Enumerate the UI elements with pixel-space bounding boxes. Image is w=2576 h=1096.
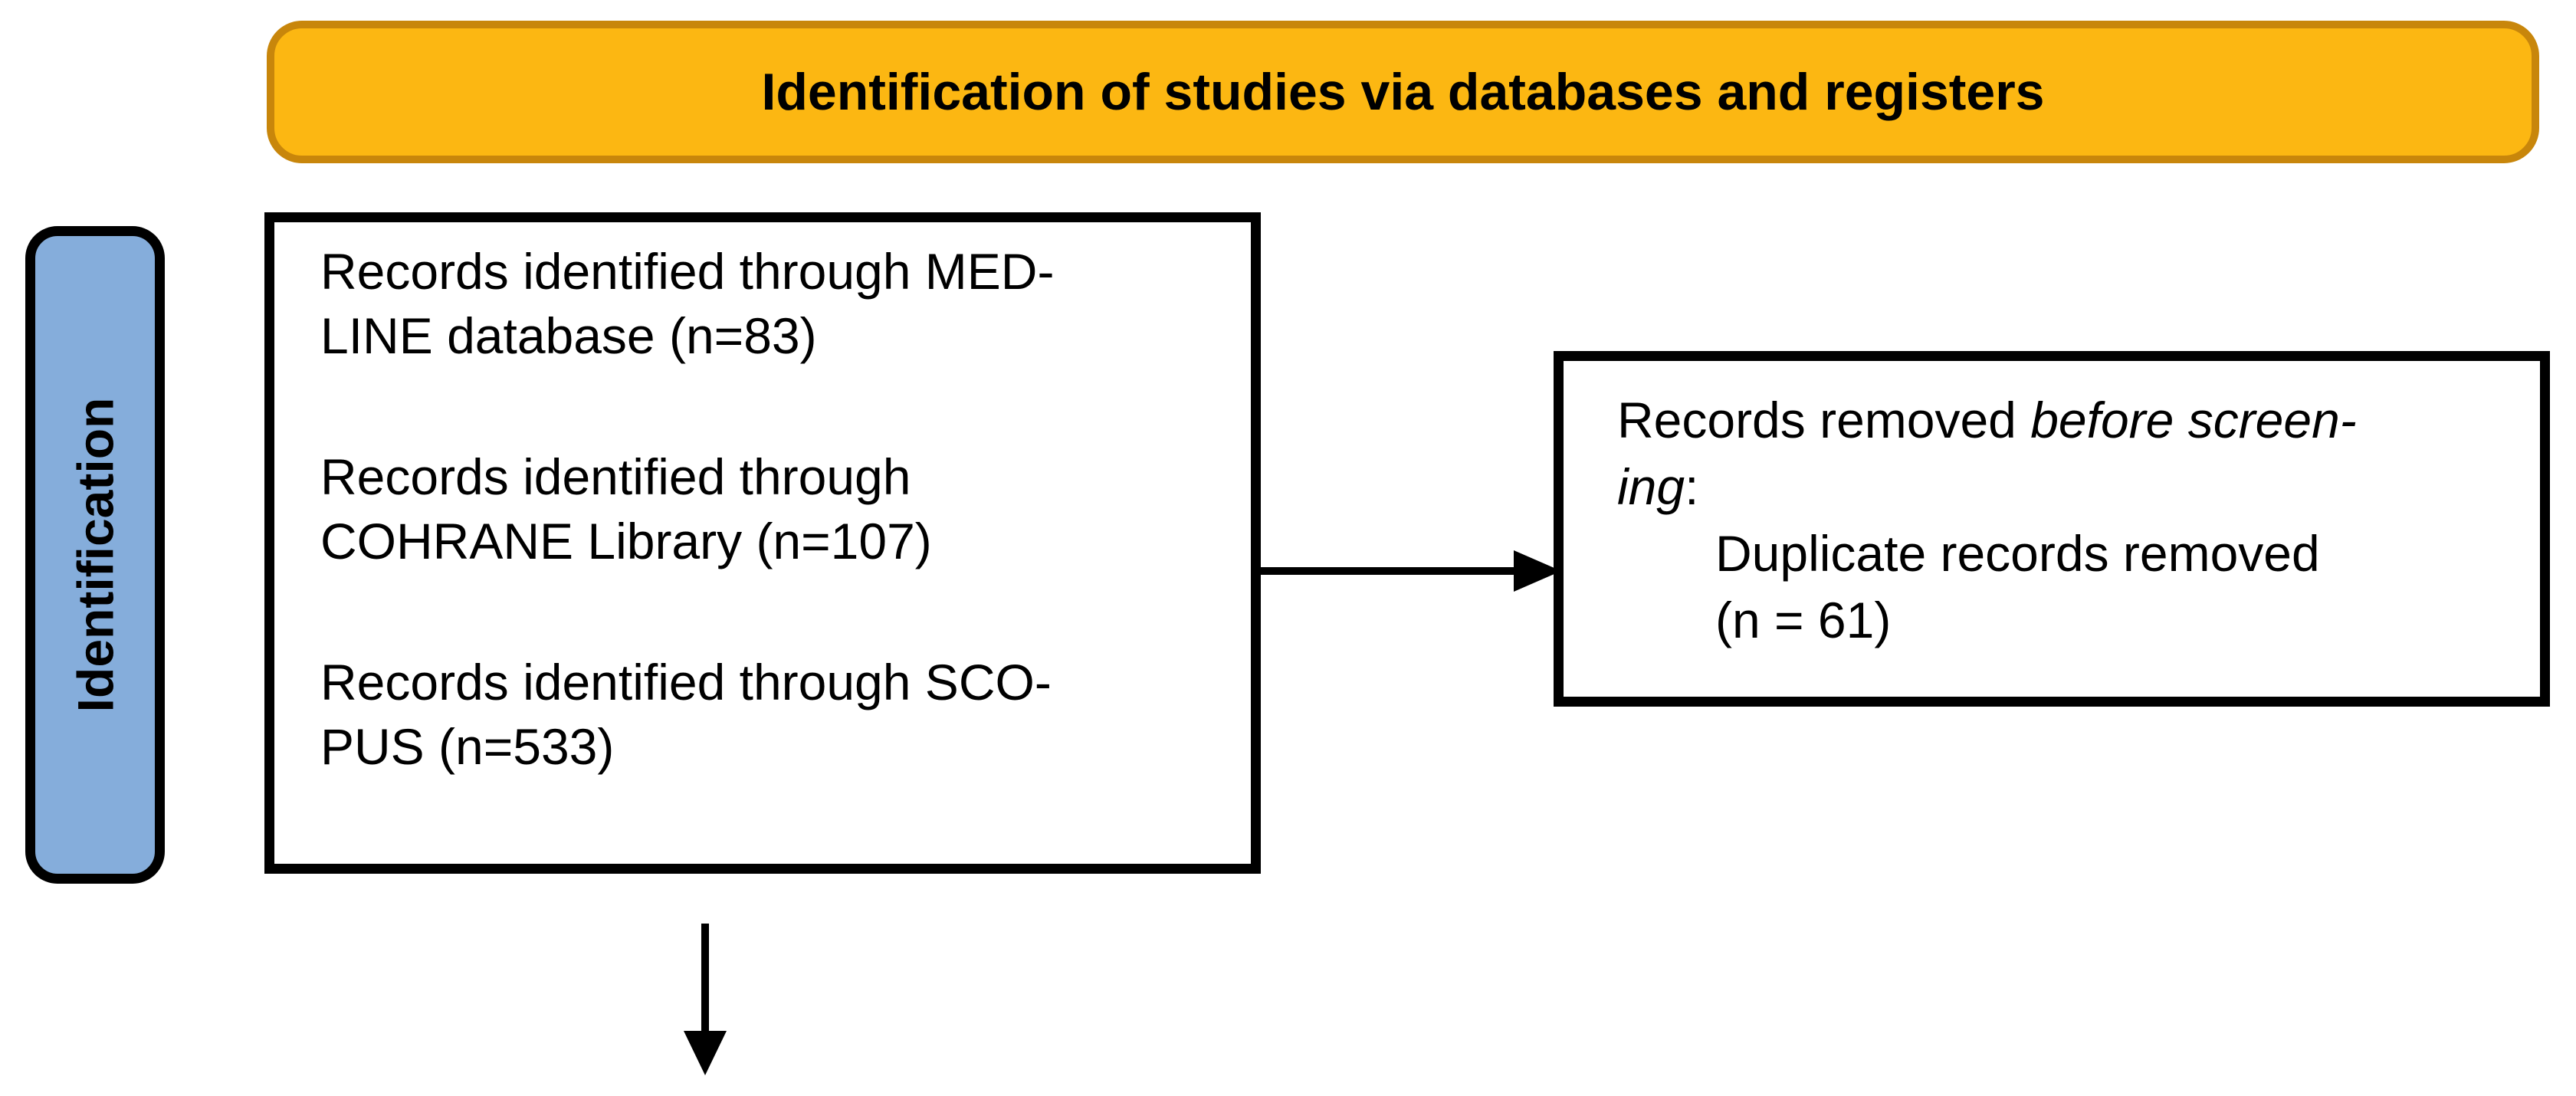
banner-title: Identification of studies via databases … [761, 63, 2045, 121]
records-removed-italic-phrase: before screen- ing [1617, 392, 2357, 515]
records-identified-box: Records identified through MED- LINE dat… [264, 212, 1261, 874]
duplicate-records-removed-detail: Duplicate records removed (n = 61) [1715, 525, 2320, 648]
records-removed-heading: Records removed before screen- ing: [1617, 387, 2509, 520]
records-removed-prefix: Records removed [1617, 392, 2031, 448]
right-arrow-stem [1261, 567, 1515, 575]
stage-tab-identification: Identification [25, 226, 165, 884]
records-identified-medline: Records identified through MED- LINE dat… [320, 243, 1055, 364]
records-identified-cochrane: Records identified through COHRANE Libra… [320, 448, 932, 569]
banner-identification-of-studies: Identification of studies via databases … [267, 21, 2539, 163]
stage-tab-label: Identification [67, 397, 124, 713]
records-identified-scopus: Records identified through SCO- PUS (n=5… [320, 654, 1052, 775]
records-removed-suffix: : [1685, 458, 1699, 515]
records-removed-box: Records removed before screen- ing: Dupl… [1554, 351, 2550, 707]
down-arrow-stem [701, 924, 709, 1032]
down-arrow-icon [684, 1031, 727, 1075]
right-arrow-icon [1514, 550, 1561, 592]
